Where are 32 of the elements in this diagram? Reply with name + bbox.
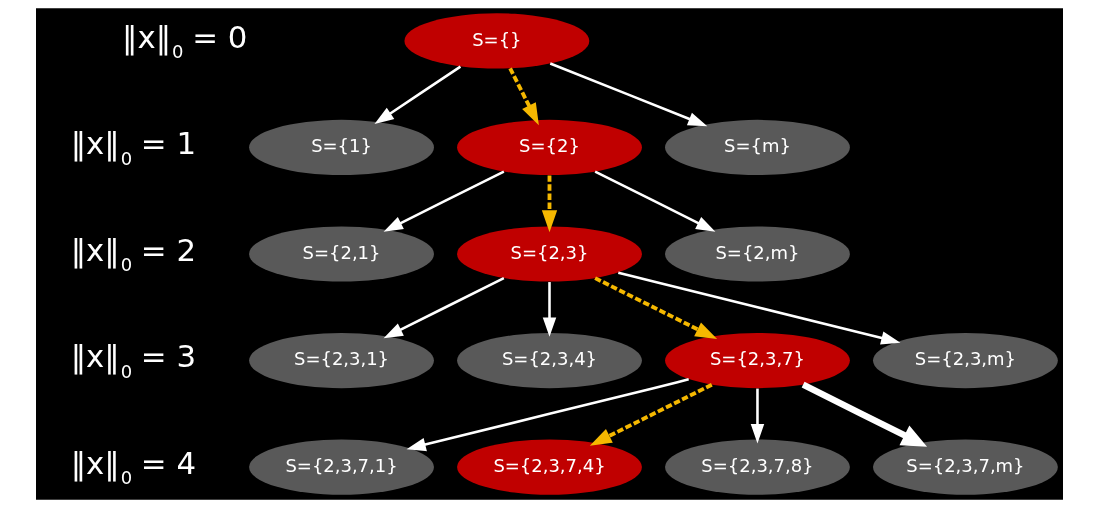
arrow xyxy=(617,271,900,345)
node-ellipse: S={1} xyxy=(248,119,434,176)
node-ellipse: S={2,3} xyxy=(456,226,642,282)
arrow xyxy=(542,282,556,337)
node-ellipse: S={2,3,7,8} xyxy=(664,439,850,495)
arrow xyxy=(549,62,707,127)
arrow xyxy=(750,388,764,444)
label: ‖x‖$_{0}$ = 1 xyxy=(70,125,196,169)
arrow xyxy=(593,276,717,340)
node-ellipse: S={2,3,7,4} xyxy=(456,439,642,495)
label: ‖x‖$_{0}$ = 4 xyxy=(70,444,196,489)
node-ellipse: S={} xyxy=(403,13,589,69)
label: ‖x‖$_{0}$ = 0 xyxy=(121,18,247,63)
node-ellipse: S={2,3,4} xyxy=(456,332,642,389)
arrow xyxy=(589,382,713,446)
arrow xyxy=(594,170,715,232)
node-ellipse: S={2} xyxy=(456,119,642,176)
node-ellipse: S={2,m} xyxy=(664,226,850,282)
label: ‖x‖$_{0}$ = 3 xyxy=(70,338,196,382)
node-ellipse: S={2,3,1} xyxy=(248,332,434,389)
arrow xyxy=(801,381,927,447)
arrow xyxy=(383,276,504,339)
arrow xyxy=(541,175,557,233)
arrow xyxy=(507,67,539,126)
arrow xyxy=(374,65,461,125)
arrow xyxy=(383,170,504,232)
node-ellipse: S={2,3,7,m} xyxy=(872,439,1058,495)
node-ellipse: S={2,3,7} xyxy=(664,332,850,389)
node-ellipse: S={m} xyxy=(664,119,850,176)
node-ellipse: S={2,1} xyxy=(248,226,434,282)
label: ‖x‖$_{0}$ = 2 xyxy=(70,231,196,276)
arrow xyxy=(406,378,689,452)
